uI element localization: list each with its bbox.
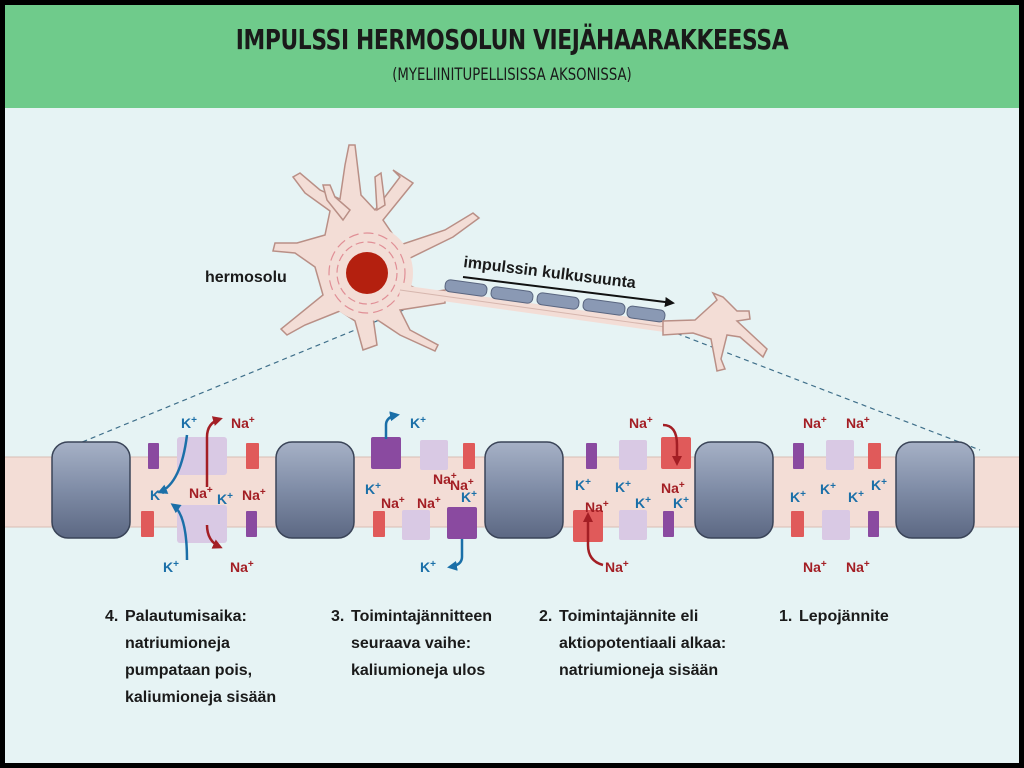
node-1-channels: [791, 440, 881, 540]
potassium-ion-label: K+: [420, 559, 436, 575]
stage-line: pumpataan pois,: [125, 662, 253, 679]
stage-2-caption: 2. Toimintajännite eli aktiopotentiaali a…: [539, 603, 726, 684]
sodium-ion-label: Na+: [231, 415, 255, 431]
sodium-ion-label: Na+: [605, 559, 629, 575]
neuron-label: hermosolu: [205, 269, 287, 286]
sodium-ion-label: Na+: [230, 559, 254, 575]
neuron-diagram: hermosolu impulssin kulkusuunta: [5, 144, 1019, 575]
stage-line: Lepojännite: [799, 608, 889, 625]
stage-line: seuraava vaihe:: [351, 635, 472, 652]
stage-line: Toimintajännite eli: [559, 608, 699, 625]
direction-arrow: [462, 276, 675, 307]
stage-number: 2.: [539, 608, 553, 625]
sodium-ion-label: Na+: [803, 415, 827, 431]
node-3-channels: [371, 411, 477, 571]
axon-terminal: [662, 291, 768, 372]
potassium-ion-label: K+: [163, 559, 179, 575]
myelin-sheaths: [51, 441, 975, 539]
title-banner: IMPULSSI HERMOSOLUN VIEJÄHAARAKKEESSA (M…: [5, 5, 1019, 108]
sodium-ion-label: Na+: [846, 559, 870, 575]
axon-myelin: [444, 279, 666, 323]
diagram-subtitle: (MYELIINITUPELLISISSA AKSONISSA): [392, 65, 632, 85]
stage-line: aktiopotentiaali alkaa:: [559, 635, 727, 652]
stage-line: Palautumisaika:: [125, 608, 247, 625]
stage-line: kaliumioneja ulos: [351, 662, 486, 679]
direction-label: impulssin kulkusuunta: [463, 254, 637, 292]
stage-number: 1.: [779, 608, 793, 625]
sodium-ion-label: Na+: [846, 415, 870, 431]
neuron-soma: [321, 225, 413, 321]
stage-line: natriumioneja: [125, 635, 230, 652]
stage-4-caption: 4. Palautumisaika: natriumioneja pumpataa…: [105, 603, 276, 711]
myelin-sheath: [694, 441, 774, 539]
stage-line: kaliumioneja sisään: [125, 689, 277, 706]
node-4-channels: [141, 416, 259, 561]
diagram-title: IMPULSSI HERMOSOLUN VIEJÄHAARAKKEESSA: [235, 23, 789, 56]
myelin-sheath: [484, 441, 564, 539]
diagram-frame: IMPULSSI HERMOSOLUN VIEJÄHAARAKKEESSA (M…: [5, 5, 1019, 763]
node-2-channels: [573, 423, 691, 567]
sodium-ion-label: Na+: [803, 559, 827, 575]
myelin-sheath: [895, 441, 975, 539]
potassium-ion-label: K+: [410, 415, 426, 431]
myelin-sheath: [275, 441, 355, 539]
stage-number: 3.: [331, 608, 345, 625]
stage-number: 4.: [105, 608, 119, 625]
stage-1-caption: 1. Lepojännite: [779, 603, 889, 630]
axon: [399, 285, 666, 332]
potassium-ion-label: K+: [181, 415, 197, 431]
myelin-sheath: [51, 441, 131, 539]
stage-3-caption: 3. Toimintajännitteen seuraava vaihe: kal…: [331, 603, 492, 684]
ion-labels: K+Na+K+Na+K+Na+K+Na+K+Na+K+Na+Na+Na+K+K+…: [150, 415, 887, 575]
stage-line: natriumioneja sisään: [559, 662, 719, 679]
sodium-ion-label: Na+: [629, 415, 653, 431]
stage-line: Toimintajännitteen: [351, 608, 493, 625]
